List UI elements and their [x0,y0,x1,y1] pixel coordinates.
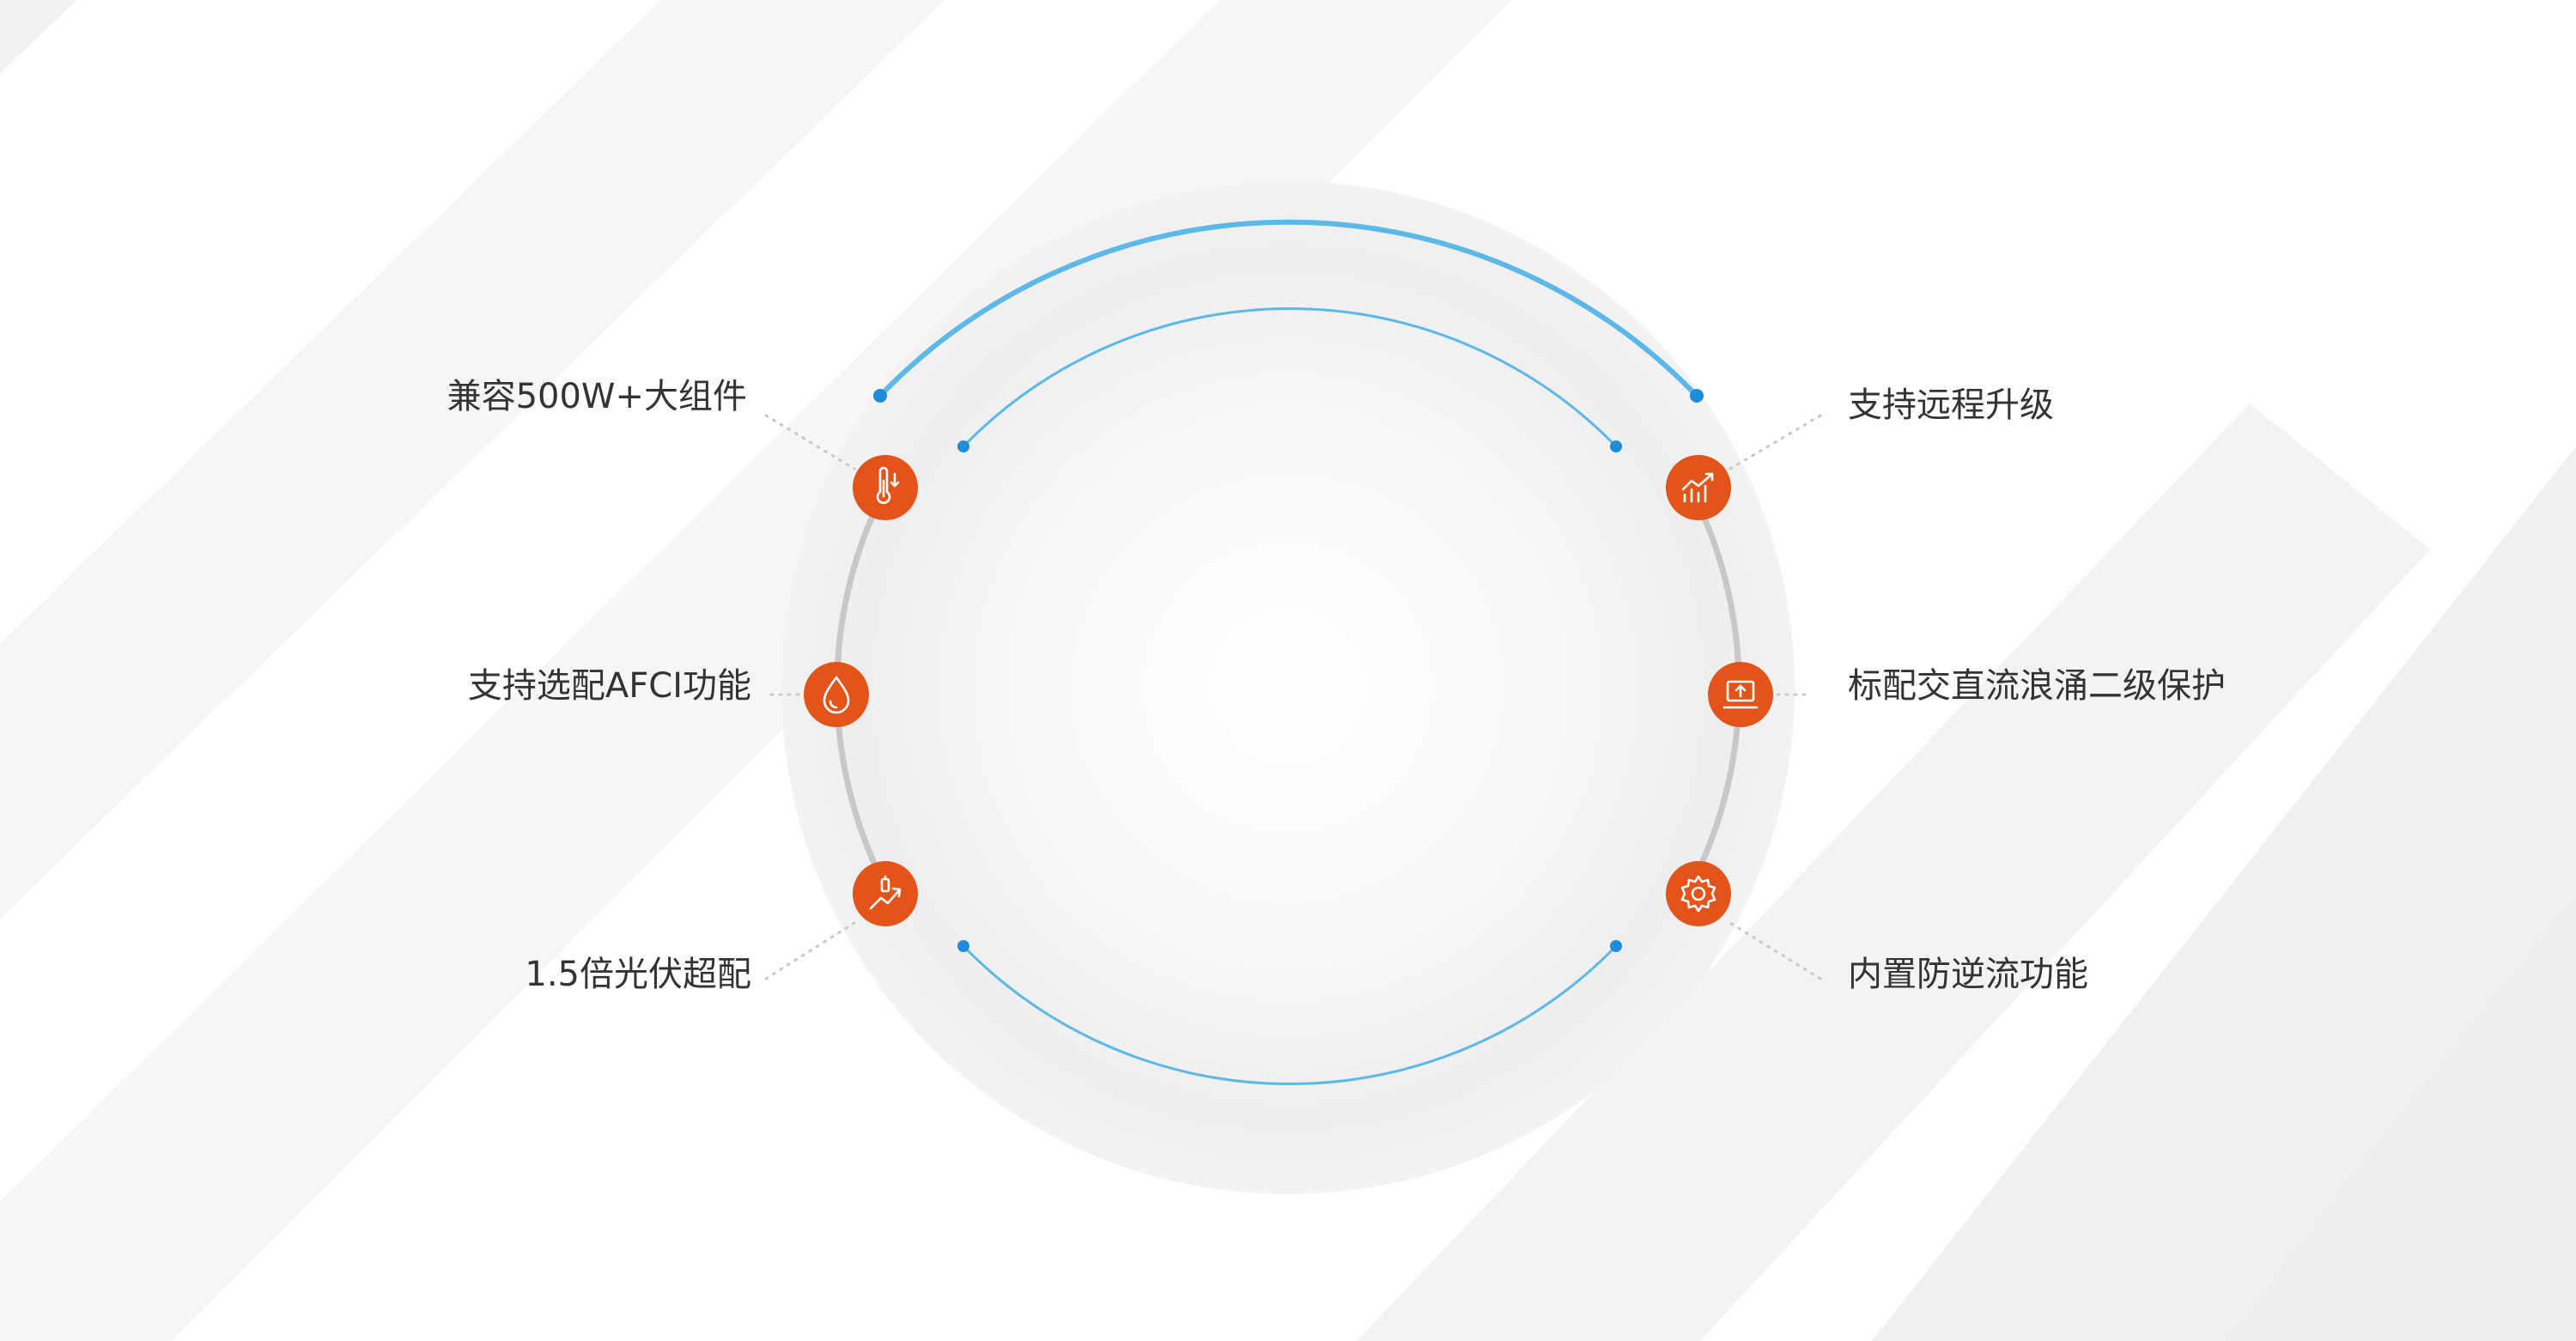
feature-label-pv-oversize: 1.5倍光伏超配 [525,955,751,994]
icon-badge-left-1 [853,455,918,520]
arc-dot [873,389,887,403]
leader-line [764,414,856,470]
arc-dot [1690,389,1704,403]
thermometer-icon [876,466,900,504]
outer-top-arc [878,219,1699,398]
arc-dot [957,440,969,452]
leader-line [1728,921,1822,980]
icon-badge-right-3 [1666,861,1731,926]
feature-label-anti-backflow: 内置防逆流功能 [1848,955,2088,994]
icon-badge-right-1 [1666,455,1731,520]
feature-label-compat-500w: 兼容500W+大组件 [447,377,747,416]
upload-monitor-icon [1722,680,1759,709]
feature-label-remote-upgrade: 支持远程升级 [1848,385,2054,425]
growth-arrow-icon [869,875,902,910]
icon-badge-left-2 [804,662,869,727]
water-drop-icon [823,676,850,714]
arc-dot [1610,440,1622,452]
arc-dot [957,940,969,952]
feature-label-surge-protection: 标配交直流浪涌二级保护 [1848,666,2226,706]
arc-dot [1610,940,1622,952]
gear-icon [1680,875,1716,913]
leader-line [764,921,856,980]
icon-badge-right-2 [1708,662,1773,727]
arc-end-dots [873,389,1704,952]
icon-badge-left-3 [853,861,918,926]
feature-label-afci: 支持选配AFCI功能 [468,666,751,706]
inner-top-arc [962,307,1618,448]
bar-chart-trend-icon [1681,472,1714,503]
leader-lines [764,414,1822,980]
leader-line [1728,414,1822,470]
center-disc [781,181,1795,1194]
inner-bottom-arc [962,944,1618,1085]
